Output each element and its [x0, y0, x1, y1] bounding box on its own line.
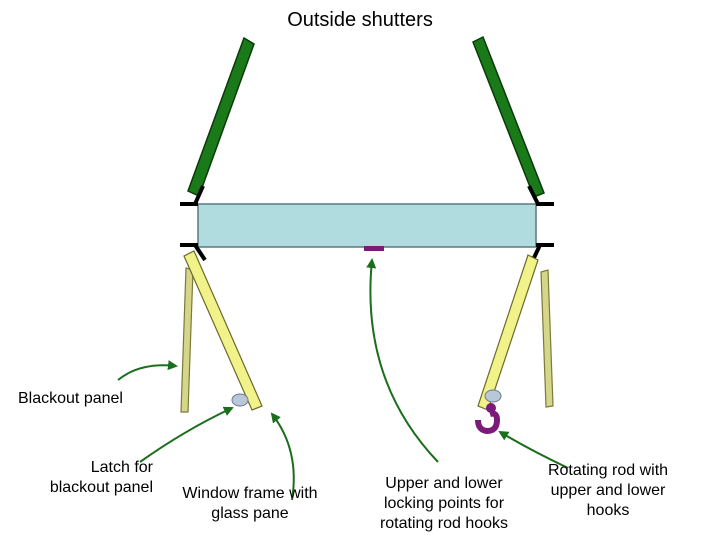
label-latch-line-2: blackout panel	[49, 479, 153, 496]
label-rotating-rod-line-3: hooks	[586, 502, 630, 519]
label-latch: Latch for blackout panel	[10, 458, 153, 498]
label-window-frame-line-2: glass pane	[211, 505, 289, 522]
right-blackout-panel	[540, 269, 554, 408]
left-upper-hinge-arm	[193, 185, 205, 205]
arrow-to-latch	[139, 406, 234, 463]
diagram-title: Outside shutters	[287, 9, 433, 31]
right-outside-shutter	[472, 35, 545, 198]
label-locking-points-line-1: Upper and lower	[385, 475, 503, 492]
left-outside-shutter	[187, 36, 255, 198]
label-window-frame: Window frame with glass pane	[168, 484, 332, 524]
upper-locking-point	[364, 246, 384, 251]
arrow-to-locking-points	[366, 258, 439, 463]
rotating-rod-hooks	[475, 403, 501, 435]
label-latch-line-1: Latch for	[90, 459, 153, 476]
label-rotating-rod-line-1: Rotating rod with	[547, 462, 669, 479]
arrow-to-window-frame	[270, 412, 295, 501]
label-locking-points: Upper and lower locking points for rotat…	[360, 474, 528, 534]
label-rotating-rod: Rotating rod with upper and lower hooks	[528, 461, 688, 521]
label-window-frame-line-1: Window frame with	[182, 485, 318, 502]
left-blackout-panel	[180, 267, 194, 413]
right-latch	[484, 389, 502, 403]
right-window-panel	[477, 254, 539, 411]
right-upper-hinge-arm	[527, 185, 540, 205]
left-lower-hinge-arm	[193, 243, 207, 262]
left-hinges	[180, 185, 207, 262]
arrow-to-rotating-rod	[498, 430, 569, 469]
label-rotating-rod-line-2: upper and lower	[550, 482, 666, 499]
label-locking-points-line-3: rotating rod hooks	[379, 515, 509, 532]
arrow-to-blackout-panel	[117, 360, 178, 381]
label-blackout-panel: Blackout panel	[18, 390, 123, 407]
window-glass-pane	[197, 203, 537, 248]
label-locking-points-line-2: locking points for	[383, 495, 505, 512]
left-latch	[231, 393, 249, 407]
left-window-panel	[183, 250, 263, 411]
